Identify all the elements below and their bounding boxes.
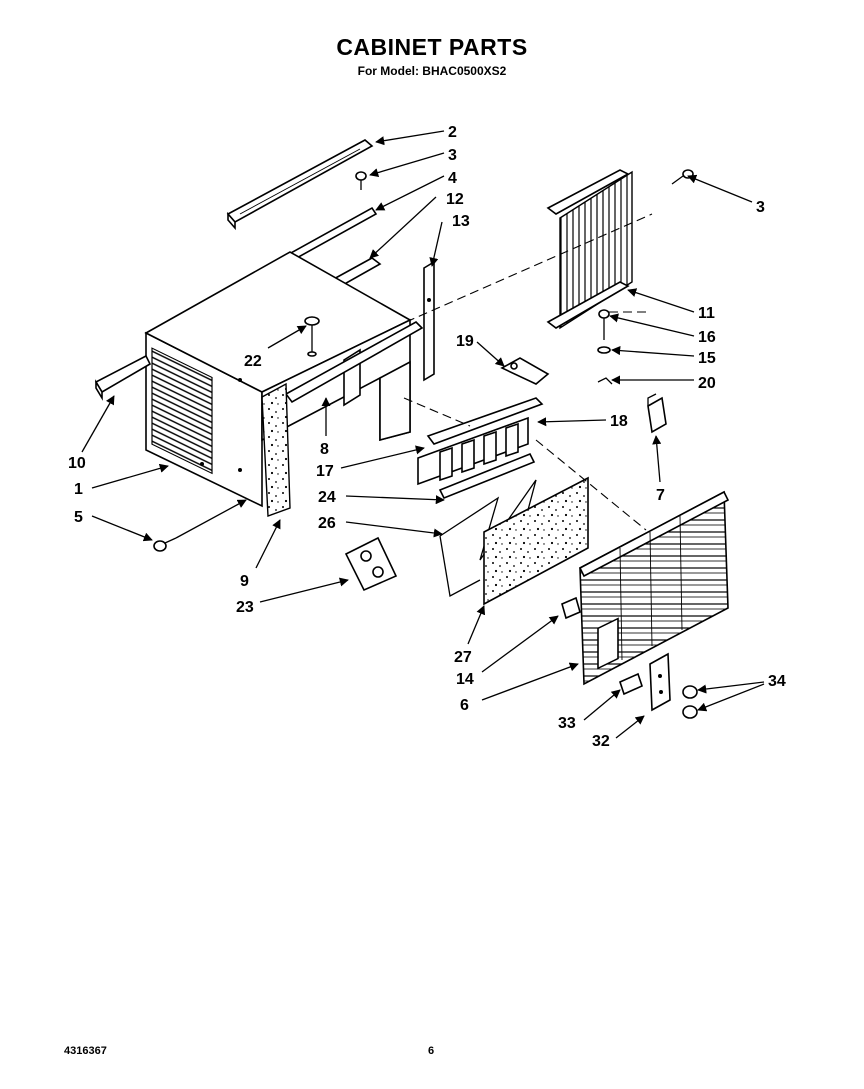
page-number: 6 [428,1045,435,1057]
callout-27: 27 [454,649,472,666]
part-13-bar [423,260,435,382]
part-22-plug [304,316,320,357]
callout-18: 18 [610,413,628,430]
reference-line [403,397,471,427]
part-14-block [561,596,581,620]
callout-22: 22 [244,353,262,370]
callout-33: 33 [558,715,576,732]
callout-19: 19 [456,333,474,350]
part-18-bracket-rail [426,397,544,445]
callout-4: 4 [448,170,457,187]
part-26-filter-frame [439,479,537,597]
part-27-filter [483,476,589,606]
callout-1: 1 [74,481,83,498]
callout-20: 20 [698,375,716,392]
part-23-grille-insert [344,536,398,592]
part-10-bracket [94,354,152,401]
callout-3: 3 [448,147,457,164]
callout-5: 5 [74,509,83,526]
callout-14: 14 [456,671,474,688]
callout-23: 23 [236,599,254,616]
callout-2: 2 [448,124,457,141]
reference-line [535,439,647,531]
part-9-seal [261,382,291,517]
part-6-front-grille [578,490,730,686]
part-16-15-hardware [597,309,613,385]
document-number: 4316367 [64,1045,107,1057]
part-2-top-rail [226,139,374,231]
reference-line [405,213,653,323]
callout-17: 17 [316,463,334,480]
part-3-screw [355,171,367,190]
callout-16: 16 [698,329,716,346]
part-32-plate [649,652,671,712]
part-11-fin-frame [546,169,633,330]
part-33-block [619,672,643,696]
callout-3-right: 3 [756,199,765,216]
part-34-knobs [682,685,698,719]
part-7-clip [647,393,667,434]
leader-lines [81,130,765,739]
part-19-bracket [500,357,550,385]
model-subtitle: For Model: BHAC0500XS2 [357,64,507,78]
part-17-housing [417,416,529,486]
callout-13: 13 [452,213,470,230]
callout-9: 9 [240,573,249,590]
callout-32: 32 [592,733,610,750]
part-8-rail [284,321,424,404]
diagram-title: CABINET PARTS [336,34,528,60]
callout-26: 26 [318,515,336,532]
callout-6: 6 [460,697,469,714]
callout-34: 34 [768,673,786,690]
callout-11: 11 [698,305,715,322]
callout-10: 10 [68,455,86,472]
part-5-screw [153,537,177,552]
callout-8: 8 [320,441,329,458]
callout-7: 7 [656,487,665,504]
callout-12: 12 [446,191,464,208]
callout-24: 24 [318,489,336,506]
callout-15: 15 [698,350,716,367]
